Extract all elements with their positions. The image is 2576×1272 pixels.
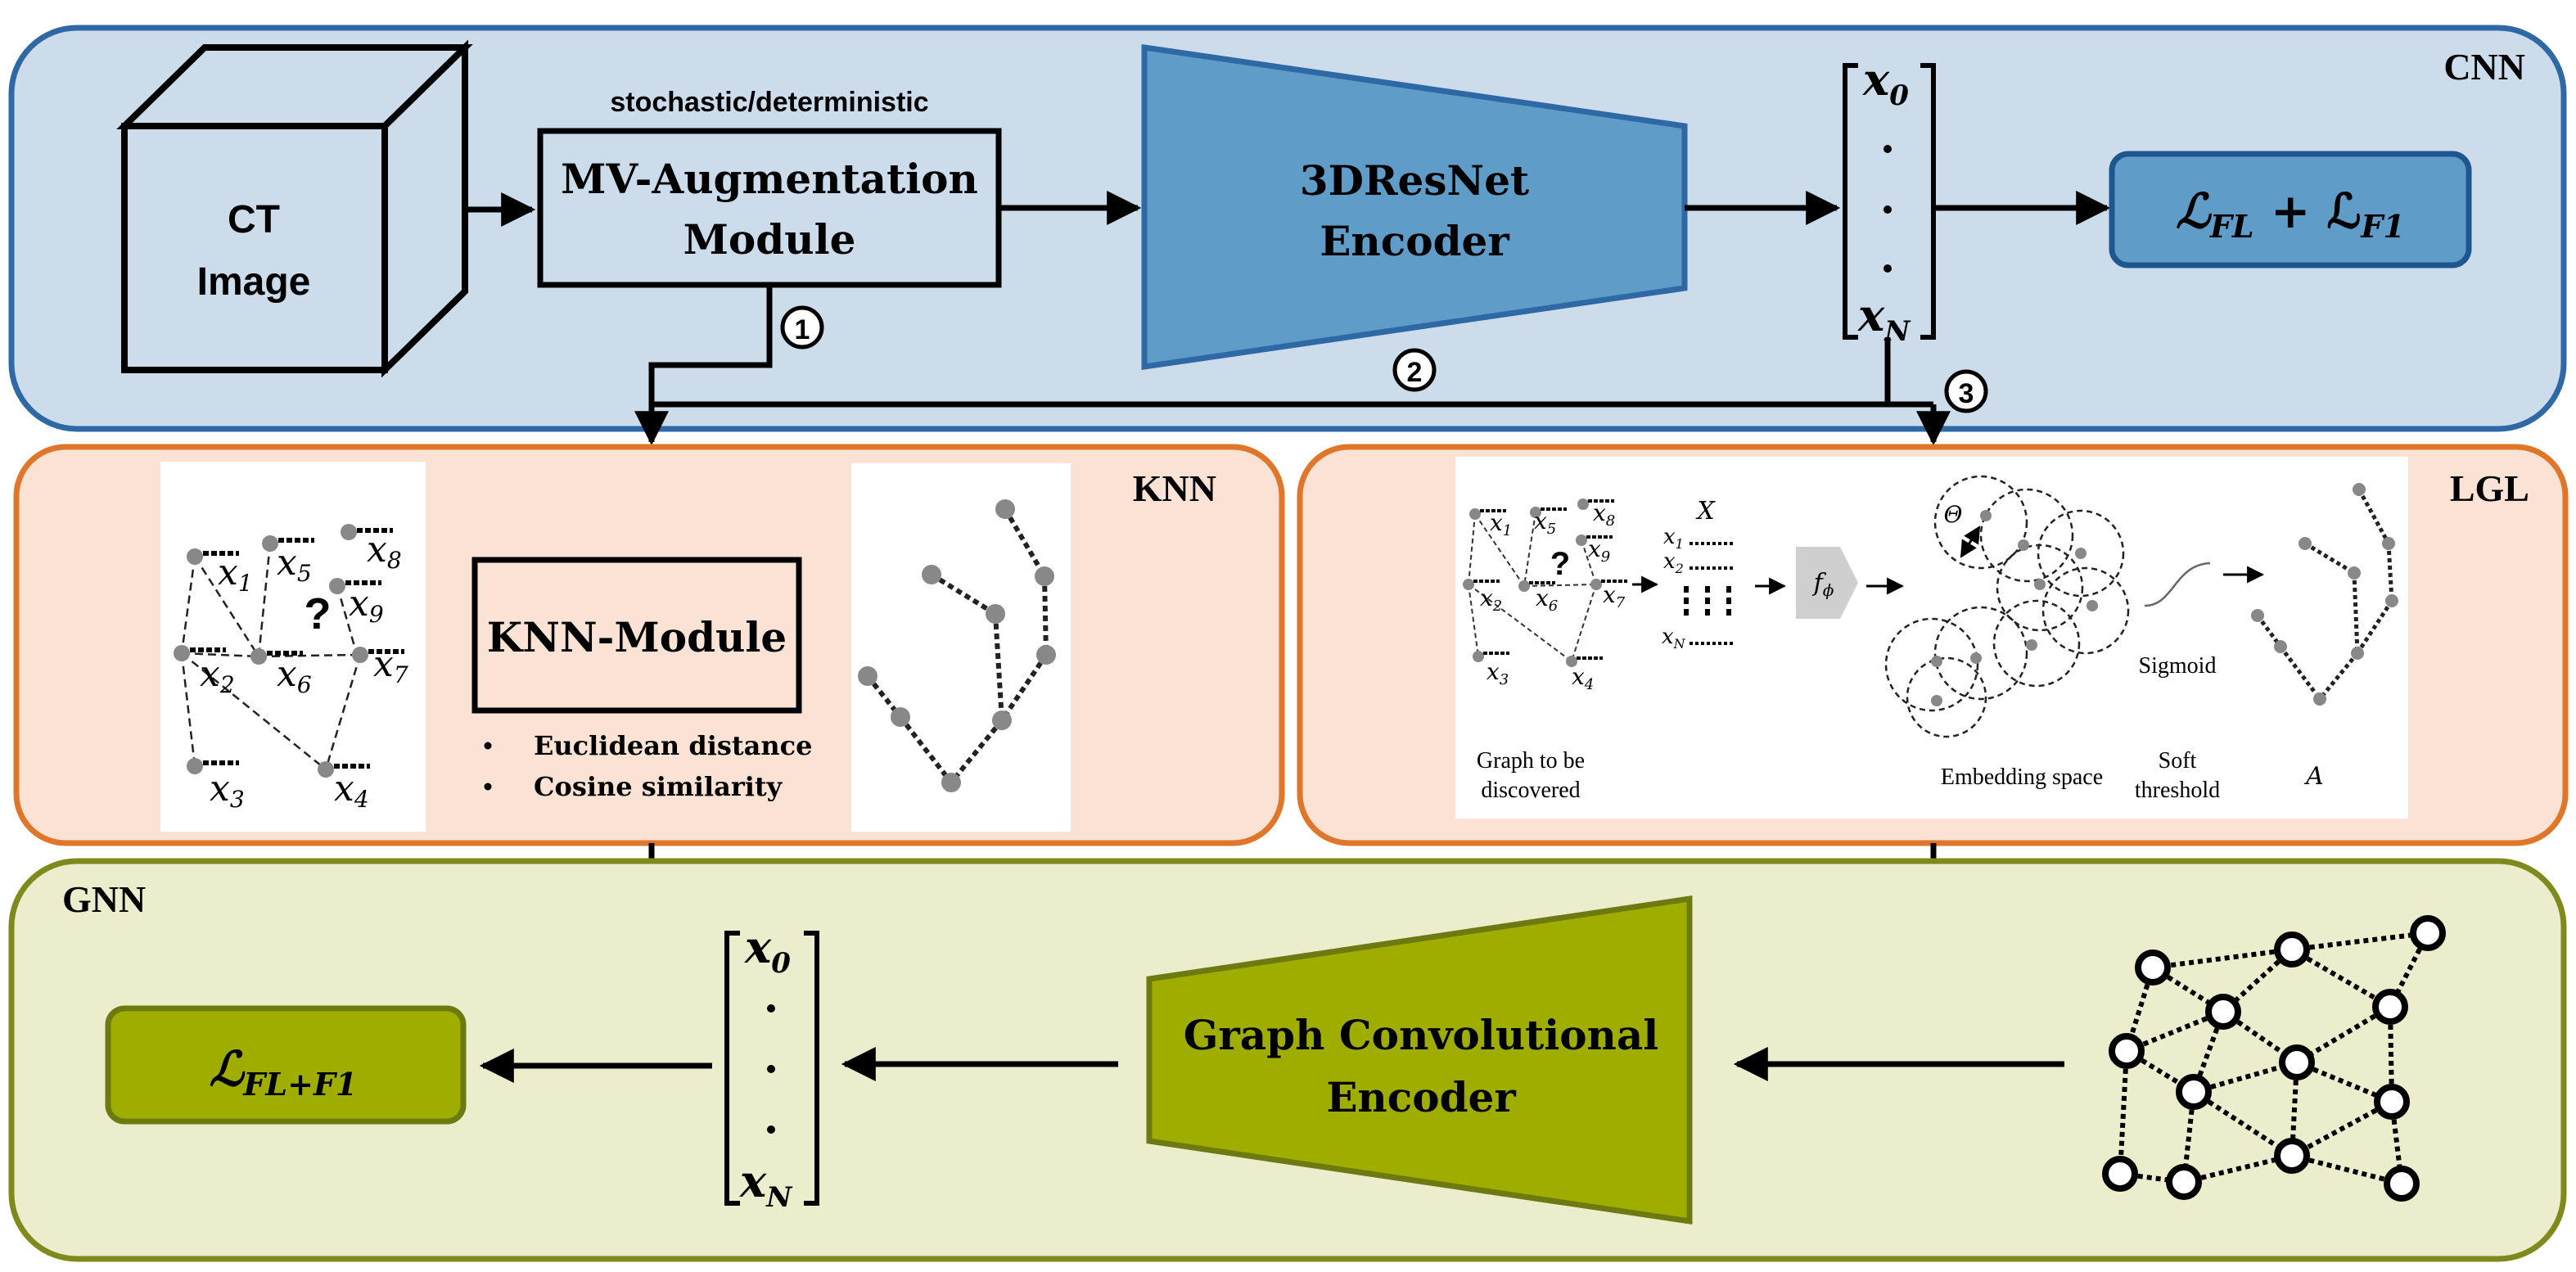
knn-output-graph: [851, 463, 1071, 832]
cnn-feature-vector: [1843, 63, 1936, 340]
gnn-vector-x0: x0: [744, 921, 791, 980]
svg-text:xN: xN: [1662, 625, 1686, 652]
caption-graph-2: discovered: [1481, 778, 1580, 803]
graph-convolutional-encoder: [1146, 895, 1693, 1225]
svg-text:x1: x1: [1663, 525, 1684, 552]
svg-text:x9: x9: [1588, 535, 1610, 566]
svg-text:x9: x9: [349, 583, 384, 628]
caption-a: A: [2303, 762, 2324, 791]
gnn-loss-label: ℒFL+F1: [210, 1041, 358, 1103]
lgl-matrix-title: X: [1695, 497, 1716, 525]
cnn-panel: CNN CT Image stochastic/deterministic MV…: [8, 25, 2567, 432]
gnn-label: GNN: [62, 878, 146, 920]
svg-text:x4: x4: [334, 768, 369, 813]
cnn-label: CNN: [2443, 46, 2525, 88]
ct-image-cube: [116, 39, 473, 378]
ct-image-label-2: Image: [197, 260, 311, 304]
svg-text:x3: x3: [210, 768, 245, 813]
sigmoid-block: Sigmoid: [2139, 562, 2217, 679]
svg-text:3: 3: [1959, 378, 1974, 409]
gnn-panel: GNN ℒFL+F1 x0 xN Graph Convolutional Enc…: [8, 858, 2567, 1262]
gnn-feature-vector: [724, 931, 819, 1206]
aug-caption: stochastic/deterministic: [610, 87, 928, 118]
knn-input-graph: x1 x5 x8 x9 x2 x6 x7 x3: [160, 462, 426, 832]
svg-text:2: 2: [1407, 357, 1423, 388]
lgl-figure-bg: [1455, 457, 2408, 819]
vector-x0: x0: [1862, 53, 1909, 112]
cnn-loss-label: ℒFL + ℒF1: [2176, 183, 2405, 245]
lgl-panel: LGL: [1297, 444, 2569, 846]
caption-embedding: Embedding space: [1941, 765, 2103, 790]
svg-text:x8: x8: [367, 529, 402, 574]
knn-panel: KNN: [13, 444, 1285, 846]
knn-bullet-1: Euclidean distance: [534, 730, 813, 761]
knn-bullets: Euclidean distance Cosine similarity: [484, 730, 813, 802]
knn-question-mark: ?: [305, 589, 332, 638]
caption-soft-1: Soft: [2159, 748, 2197, 774]
svg-text:x5: x5: [1534, 507, 1556, 538]
ct-image-label-1: CT: [228, 198, 280, 241]
svg-text:x4: x4: [1572, 663, 1594, 693]
3dresnet-encoder: [1141, 43, 1688, 371]
lgl-output-graph: [2251, 483, 2398, 706]
lgl-label: LGL: [2450, 467, 2529, 509]
caption-soft-2: threshold: [2135, 778, 2220, 803]
svg-text:x6: x6: [277, 653, 312, 698]
svg-text:x1: x1: [218, 552, 253, 597]
mv-augmentation-line2: Module: [683, 215, 856, 264]
gnn-vector-xn: xN: [739, 1155, 793, 1214]
svg-text:x3: x3: [1487, 658, 1509, 688]
svg-text:x8: x8: [1593, 499, 1615, 530]
step-2-marker: 2: [1392, 348, 1437, 392]
routing-lines-top: [634, 285, 1951, 446]
lgl-question-mark: ?: [1550, 546, 1570, 582]
svg-text:x7: x7: [373, 643, 408, 688]
lgl-input-graph: x1 x5 x8 x9 x2 x6 x7 x3 x4 ?: [1463, 498, 1627, 693]
svg-text:x2: x2: [1480, 584, 1502, 615]
svg-text:x1: x1: [1490, 509, 1512, 539]
encoder-line2: Encoder: [1320, 217, 1509, 265]
lgl-feature-matrix: X x1 x2 xN: [1662, 497, 1735, 652]
gnn-loss-box: [105, 1005, 467, 1125]
sigmoid-label: Sigmoid: [2139, 653, 2217, 679]
svg-text:x7: x7: [1603, 581, 1626, 611]
knn-module-box: [471, 557, 802, 714]
svg-text:x2: x2: [200, 653, 235, 698]
theta-label: Θ: [1944, 501, 1963, 528]
f-phi-block: [1796, 547, 1858, 619]
step-3-marker: 3: [1944, 369, 1988, 413]
svg-text:1: 1: [795, 314, 810, 345]
gnn-input-graph: [2102, 915, 2446, 1202]
knn-bullet-2: Cosine similarity: [534, 771, 783, 802]
cnn-loss-box: [2109, 151, 2472, 268]
encoder-line1: 3DResNet: [1300, 156, 1529, 205]
knn-label: KNN: [1133, 467, 1216, 509]
svg-text:x6: x6: [1536, 584, 1558, 615]
caption-graph-1: Graph to be: [1477, 748, 1585, 774]
svg-text:x5: x5: [277, 542, 312, 587]
knn-module-label: KNN-Module: [487, 613, 787, 661]
gcn-line2: Encoder: [1326, 1073, 1516, 1121]
step-1-marker: 1: [780, 305, 824, 350]
svg-text:x2: x2: [1663, 549, 1684, 576]
embedding-space: Θ: [1884, 475, 2130, 738]
mv-augmentation-line1: MV-Augmentation: [561, 155, 978, 203]
gcn-line1: Graph Convolutional: [1184, 1011, 1659, 1059]
